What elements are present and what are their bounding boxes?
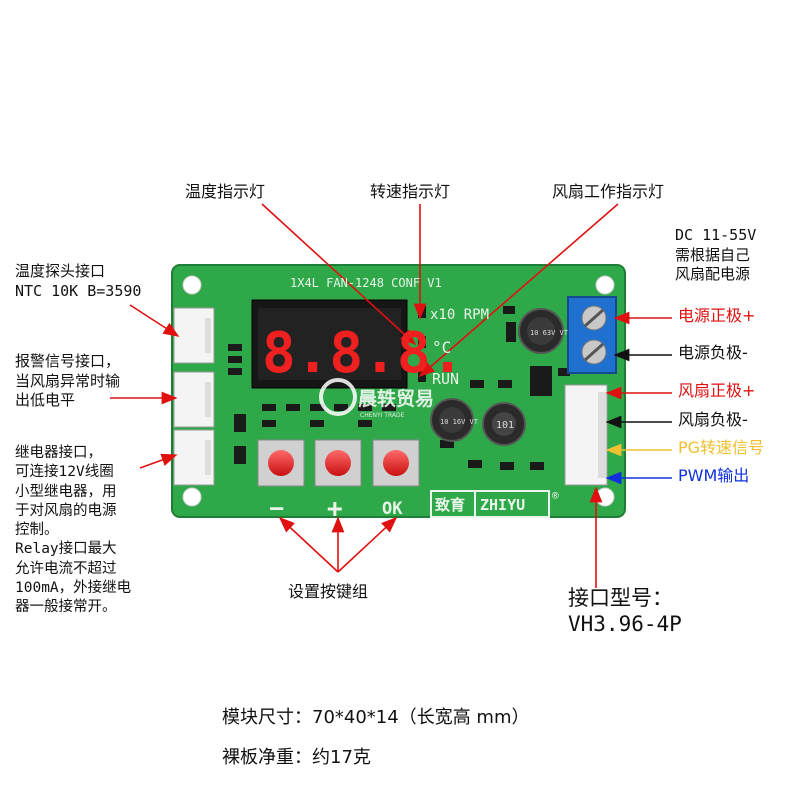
label-probe-port: 温度探头接口 NTC 10K B=3590 bbox=[15, 262, 142, 300]
brand-cn: 致育 bbox=[435, 496, 465, 514]
label-pg-signal: PG转速信号 bbox=[678, 438, 765, 457]
label-net-weight: 裸板净重：约17克 bbox=[222, 747, 371, 768]
brand-en: ZHIYU bbox=[480, 496, 525, 514]
label-connector-type: 接口型号： VH3.96-4P bbox=[568, 586, 682, 637]
run-label: RUN bbox=[432, 370, 459, 388]
label-speed-indicator: 转速指示灯 bbox=[370, 182, 451, 201]
fan-connector-4p bbox=[564, 384, 608, 486]
power-terminal-block bbox=[567, 296, 617, 374]
annotation-arrows bbox=[110, 203, 672, 588]
brand-box bbox=[430, 490, 550, 518]
watermark-text: 晨轶贸易 bbox=[358, 387, 434, 410]
left-connectors bbox=[173, 307, 215, 486]
label-power-negative: 电源负极- bbox=[678, 343, 748, 362]
label-button-group: 设置按键组 bbox=[288, 582, 369, 601]
label-relay-port: 继电器接口， 可连接12V线圈 小型继电器，用 于对风扇的电源 控制。 Rela… bbox=[15, 445, 132, 616]
seven-segment-display bbox=[251, 299, 408, 389]
label-dc-range: DC 11-55V 需根据自己 风扇配电源 bbox=[675, 226, 757, 283]
cap2-text: 10 16V VT bbox=[440, 418, 479, 426]
watermark-logo bbox=[319, 378, 357, 416]
label-fan-negative: 风扇负极- bbox=[678, 410, 748, 429]
button-minus-label: — bbox=[270, 496, 284, 521]
label-power-positive: 电源正极+ bbox=[678, 306, 756, 325]
capacitors bbox=[430, 308, 564, 446]
smd-components bbox=[228, 306, 570, 470]
button-group bbox=[257, 439, 420, 487]
label-temp-indicator: 温度指示灯 bbox=[185, 182, 266, 201]
label-module-size: 模块尺寸：70*40*14（长宽高 mm） bbox=[222, 707, 530, 728]
label-pwm-output: PWM输出 bbox=[678, 466, 750, 485]
registered-mark: ® bbox=[552, 489, 559, 502]
button-ok-label: OK bbox=[382, 499, 403, 519]
silkscreen-title: 1X4L FAN-1248 CONF V1 bbox=[290, 276, 442, 290]
display-digits: 8.8.8. bbox=[262, 321, 464, 386]
label-alarm-port: 报警信号接口， 当风扇异常时输 出低电平 bbox=[15, 352, 121, 409]
label-fan-positive: 风扇正极+ bbox=[678, 381, 756, 400]
inductor-text: 101 bbox=[496, 420, 514, 431]
celsius-label: °C bbox=[432, 338, 451, 357]
watermark-subtext: CHENYI TRADE bbox=[360, 412, 405, 419]
button-plus-label: + bbox=[327, 494, 343, 524]
rpm-label: x10 RPM bbox=[430, 307, 489, 323]
label-fan-work-indicator: 风扇工作指示灯 bbox=[552, 182, 665, 201]
cap1-text: 10 63V VT bbox=[530, 329, 569, 337]
